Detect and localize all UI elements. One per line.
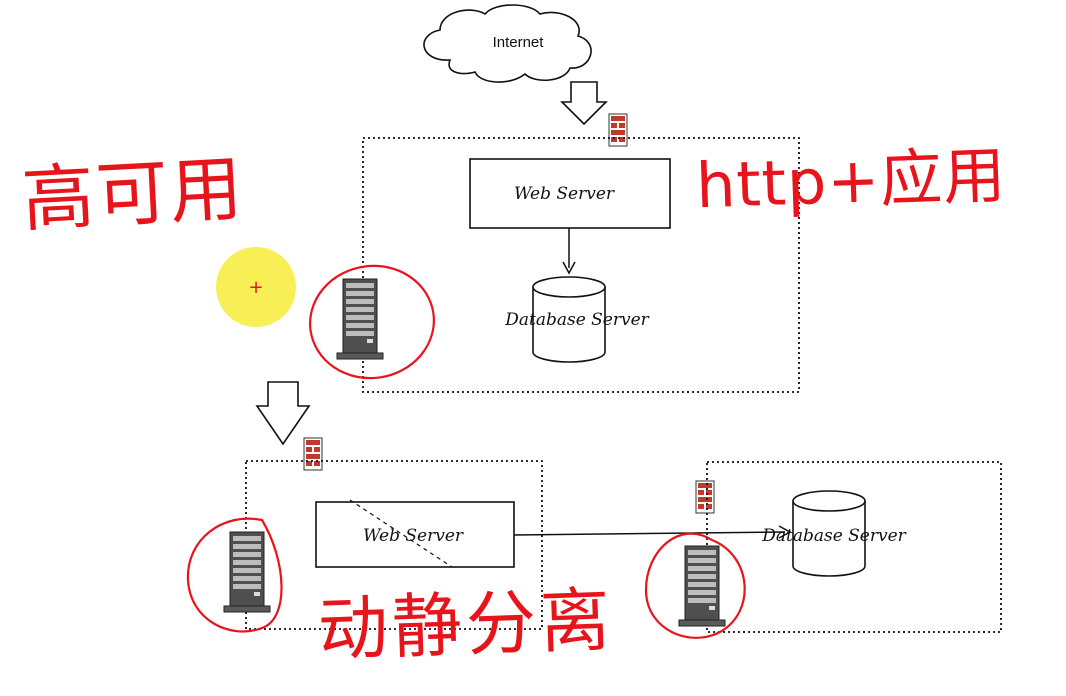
server-icon	[678, 545, 726, 627]
web-server-box-bottom	[315, 501, 515, 568]
firewall-icon	[303, 437, 323, 471]
database-cylinder-icon	[532, 276, 606, 363]
internet-label: Internet	[493, 34, 545, 51]
web-server-label-top: Web Server	[514, 184, 615, 204]
down-arrow-icon	[560, 81, 608, 126]
database-cylinder-icon	[792, 490, 866, 577]
firewall-icon	[608, 113, 628, 147]
connector-web-db-bottom	[513, 531, 786, 536]
annotation-circle	[309, 264, 435, 380]
server-icon	[223, 531, 271, 613]
annotation-http-app: http+应用	[694, 138, 1008, 223]
web-server-box-top	[469, 158, 671, 229]
cursor-highlight	[216, 247, 296, 327]
database-server-label-top: Database Server	[504, 310, 649, 330]
bottom-right-cluster-boundary	[706, 461, 1002, 633]
firewall-icon	[695, 480, 715, 514]
annotation-circle	[644, 532, 746, 639]
server-icon	[336, 278, 384, 360]
database-server-label-bottom: Database Server	[761, 526, 906, 546]
web-server-label-bottom: Web Server	[363, 526, 464, 546]
annotation-high-availability: 高可用	[19, 146, 247, 242]
bottom-left-cluster-boundary	[245, 460, 543, 630]
arrowhead-icon	[778, 525, 792, 539]
arrowhead-icon	[562, 261, 576, 275]
annotation-circle	[186, 517, 283, 633]
down-arrow-icon	[255, 381, 311, 446]
cursor-crosshair-icon: +	[248, 277, 263, 298]
internet-cloud-icon	[423, 4, 592, 83]
annotation-dynamic-static: 动静分离	[316, 578, 616, 672]
